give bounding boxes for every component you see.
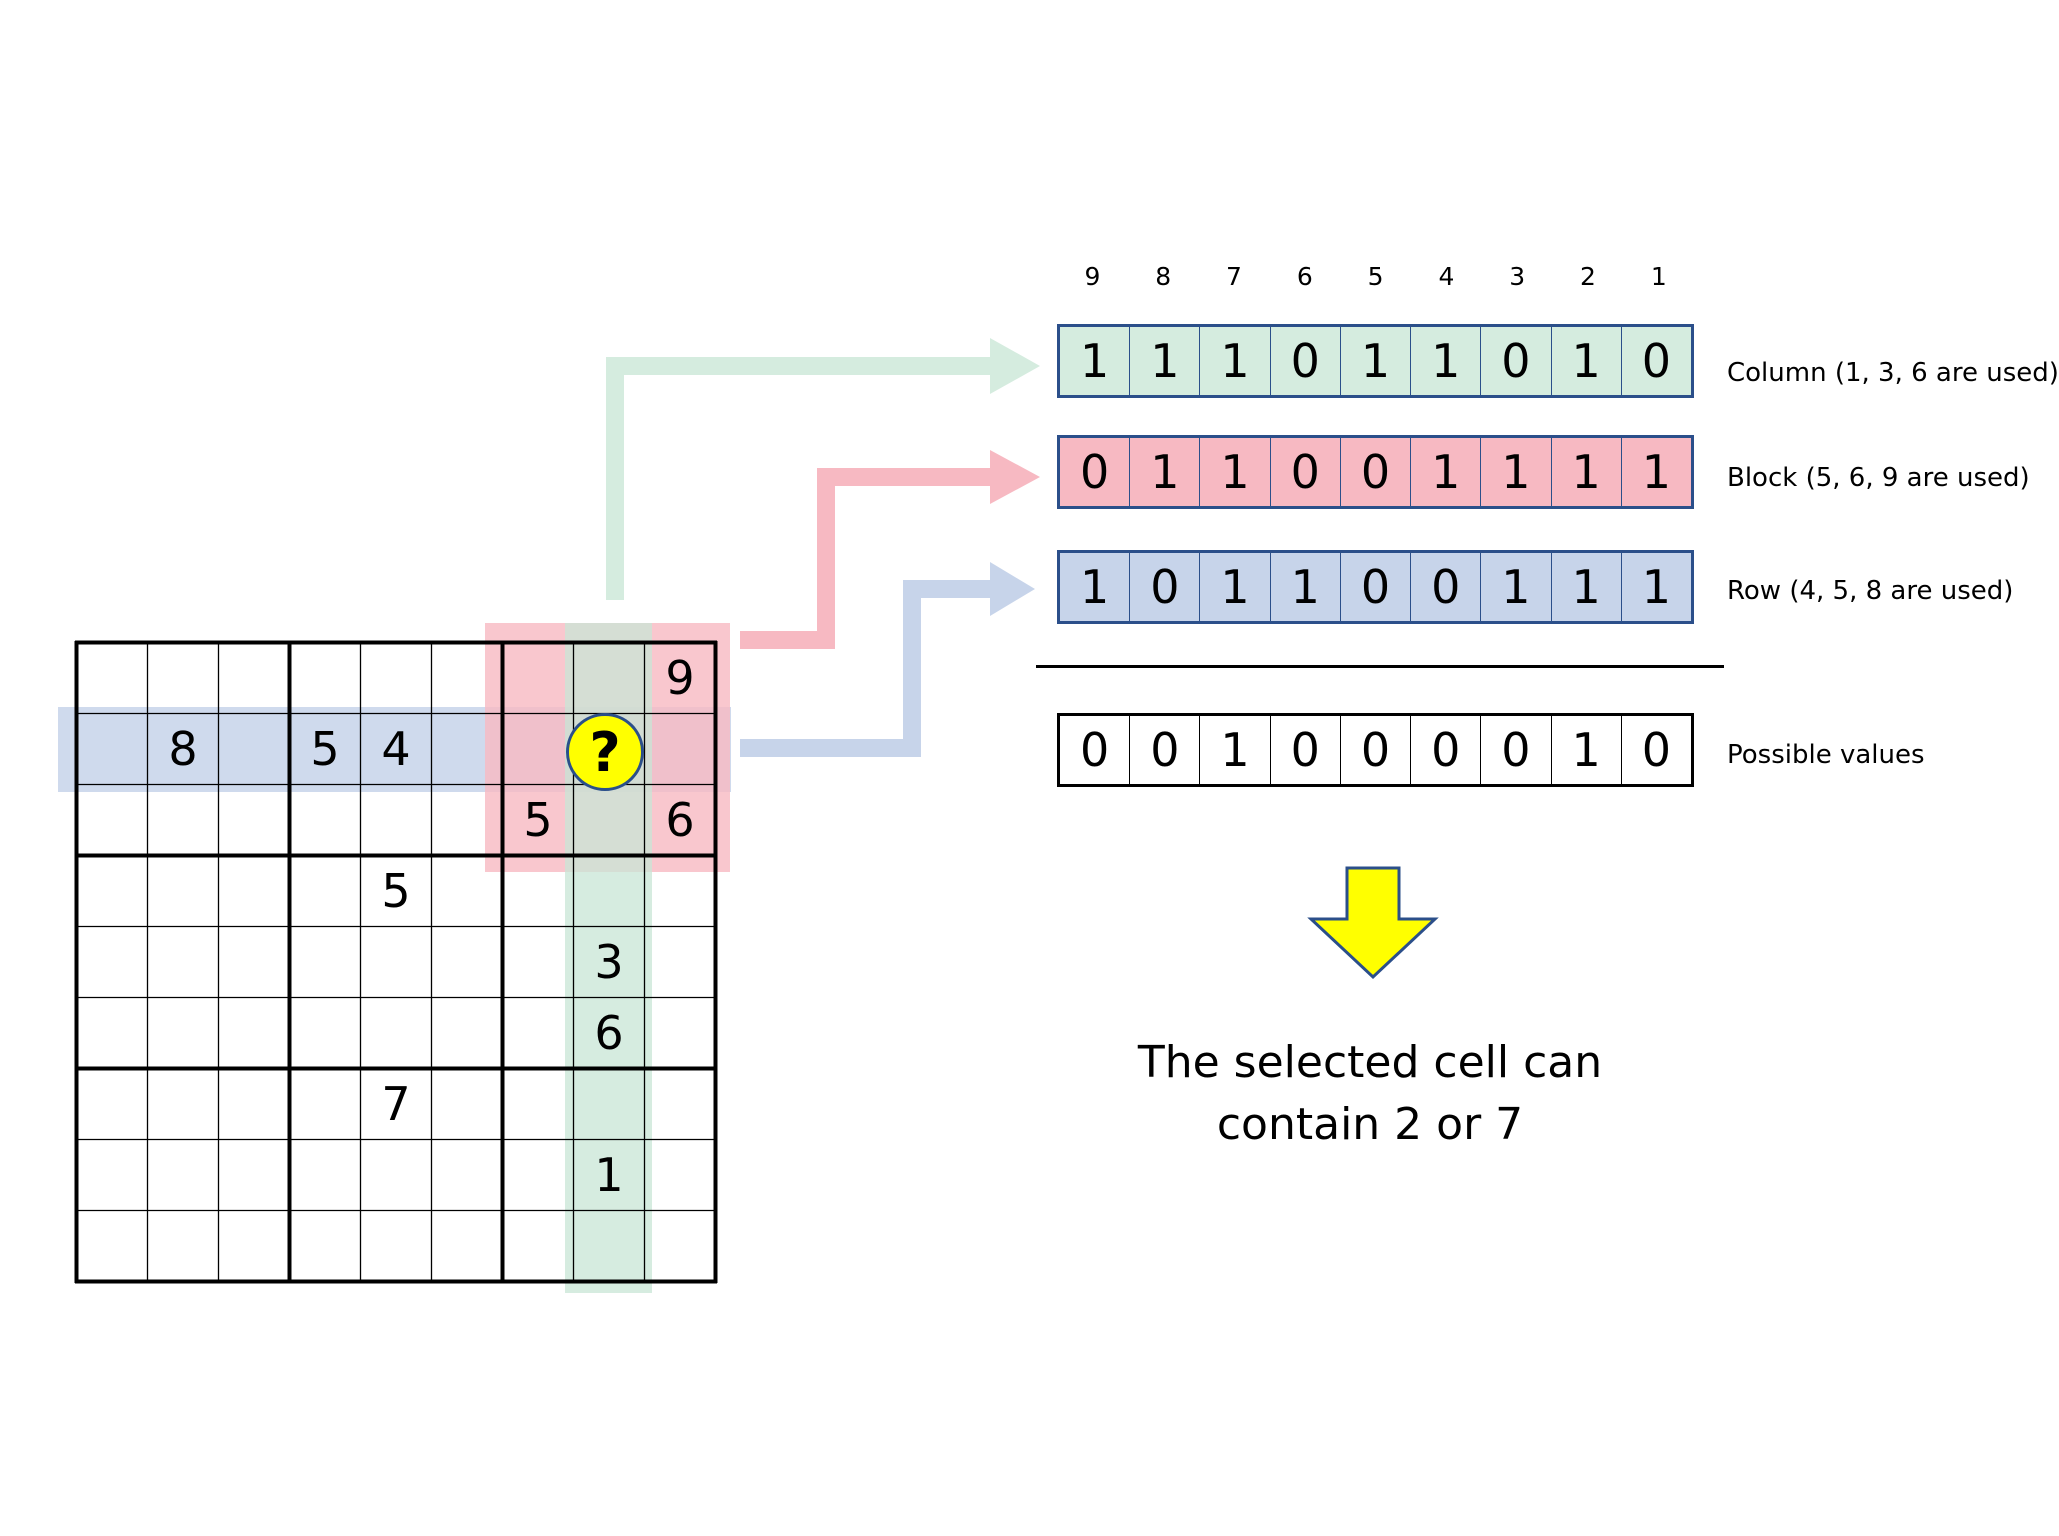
given-digit: 4 <box>381 722 411 776</box>
bit-position-label: 6 <box>1296 262 1313 291</box>
bit-position-label: 2 <box>1580 262 1596 291</box>
bit-cell: 0 <box>1130 716 1201 784</box>
bit-cell: 1 <box>1341 327 1412 395</box>
sum-divider <box>1036 665 1724 668</box>
given-digit: 5 <box>523 793 553 847</box>
bit-cell: 1 <box>1641 560 1671 614</box>
bit-cell: 1 <box>1200 438 1271 506</box>
bit-cell: 1 <box>1060 553 1131 621</box>
bit-cell: 1 <box>1271 553 1341 621</box>
bit-cell: 0 <box>1271 327 1341 395</box>
given-digit: 5 <box>310 722 340 776</box>
down-arrow-icon <box>1307 866 1439 980</box>
bit-cell: 0 <box>1341 716 1412 784</box>
given-digit: 8 <box>168 722 198 776</box>
block-arrowhead <box>990 450 1040 504</box>
bit-position-label: 3 <box>1509 262 1526 291</box>
given-digit: 9 <box>665 651 695 705</box>
bit-cell: 0 <box>1641 334 1671 388</box>
bit-cell: 0 <box>1060 716 1131 784</box>
column-arrow <box>606 357 1000 600</box>
bit-cell: 0 <box>1060 438 1131 506</box>
bit-position-label: 5 <box>1367 262 1384 291</box>
grid-lines <box>74 640 718 1284</box>
bit-cell: 1 <box>1200 327 1271 395</box>
bit-cell: 1 <box>1200 553 1271 621</box>
bit-cell: 1 <box>1411 327 1482 395</box>
bit-position-label: 8 <box>1155 262 1172 291</box>
bit-cell: 0 <box>1481 716 1552 784</box>
given-digit: 6 <box>594 1006 624 1060</box>
bit-position-label: 4 <box>1438 262 1455 291</box>
conclusion-line-2: contain 2 or 7 <box>1216 1099 1524 1150</box>
bit-cell: 0 <box>1411 553 1482 621</box>
bit-cell: 0 <box>1341 438 1412 506</box>
bit-cell: 0 <box>1641 723 1671 777</box>
bit-cell: 1 <box>1481 438 1552 506</box>
bit-cell: 0 <box>1271 716 1341 784</box>
row-arrow <box>740 580 1000 757</box>
bit-cell: 0 <box>1271 438 1341 506</box>
bit-cell: 1 <box>1200 716 1271 784</box>
bit-position-label: 1 <box>1650 262 1667 291</box>
bit-cell: 1 <box>1130 327 1201 395</box>
block-bitmask-label: Block (5, 6, 9 are used) <box>1727 463 2030 493</box>
column-bitmask-label: Column (1, 3, 6 are used) <box>1727 358 2059 388</box>
conclusion-text: The selected cell can contain 2 or 7 <box>1080 1032 1660 1156</box>
conclusion-line-1: The selected cell can <box>1137 1037 1603 1088</box>
possible-values-label: Possible values <box>1727 740 1925 770</box>
bit-cell: 1 <box>1552 716 1622 784</box>
bit-position-label: 9 <box>1084 262 1101 291</box>
bit-cell: 0 <box>1341 553 1412 621</box>
given-digit: 5 <box>381 864 411 918</box>
bit-cell: 1 <box>1481 553 1552 621</box>
bit-cell: 1 <box>1641 445 1671 499</box>
column-arrowhead <box>990 338 1040 394</box>
bit-cell: 1 <box>1552 438 1622 506</box>
selected-cell-marker: ? <box>566 713 644 791</box>
bit-cell: 0 <box>1411 716 1482 784</box>
bit-cell: 1 <box>1060 327 1131 395</box>
bit-cell: 0 <box>1130 553 1201 621</box>
bit-position-header: 9 8 7 6 5 4 3 2 1 <box>1057 262 1694 298</box>
bit-cell: 1 <box>1552 327 1622 395</box>
given-digit: 3 <box>594 935 624 989</box>
given-digit: 6 <box>665 793 695 847</box>
row-bitmask-label: Row (4, 5, 8 are used) <box>1727 576 2014 606</box>
given-digit: 7 <box>381 1077 411 1131</box>
bit-cell: 1 <box>1411 438 1482 506</box>
bit-position-label: 7 <box>1226 262 1242 291</box>
given-digit: 1 <box>594 1148 624 1202</box>
bit-cell: 1 <box>1130 438 1201 506</box>
bit-cell: 0 <box>1481 327 1552 395</box>
bit-cell: 1 <box>1552 553 1622 621</box>
row-arrowhead <box>990 562 1035 616</box>
block-arrow <box>740 468 1000 649</box>
